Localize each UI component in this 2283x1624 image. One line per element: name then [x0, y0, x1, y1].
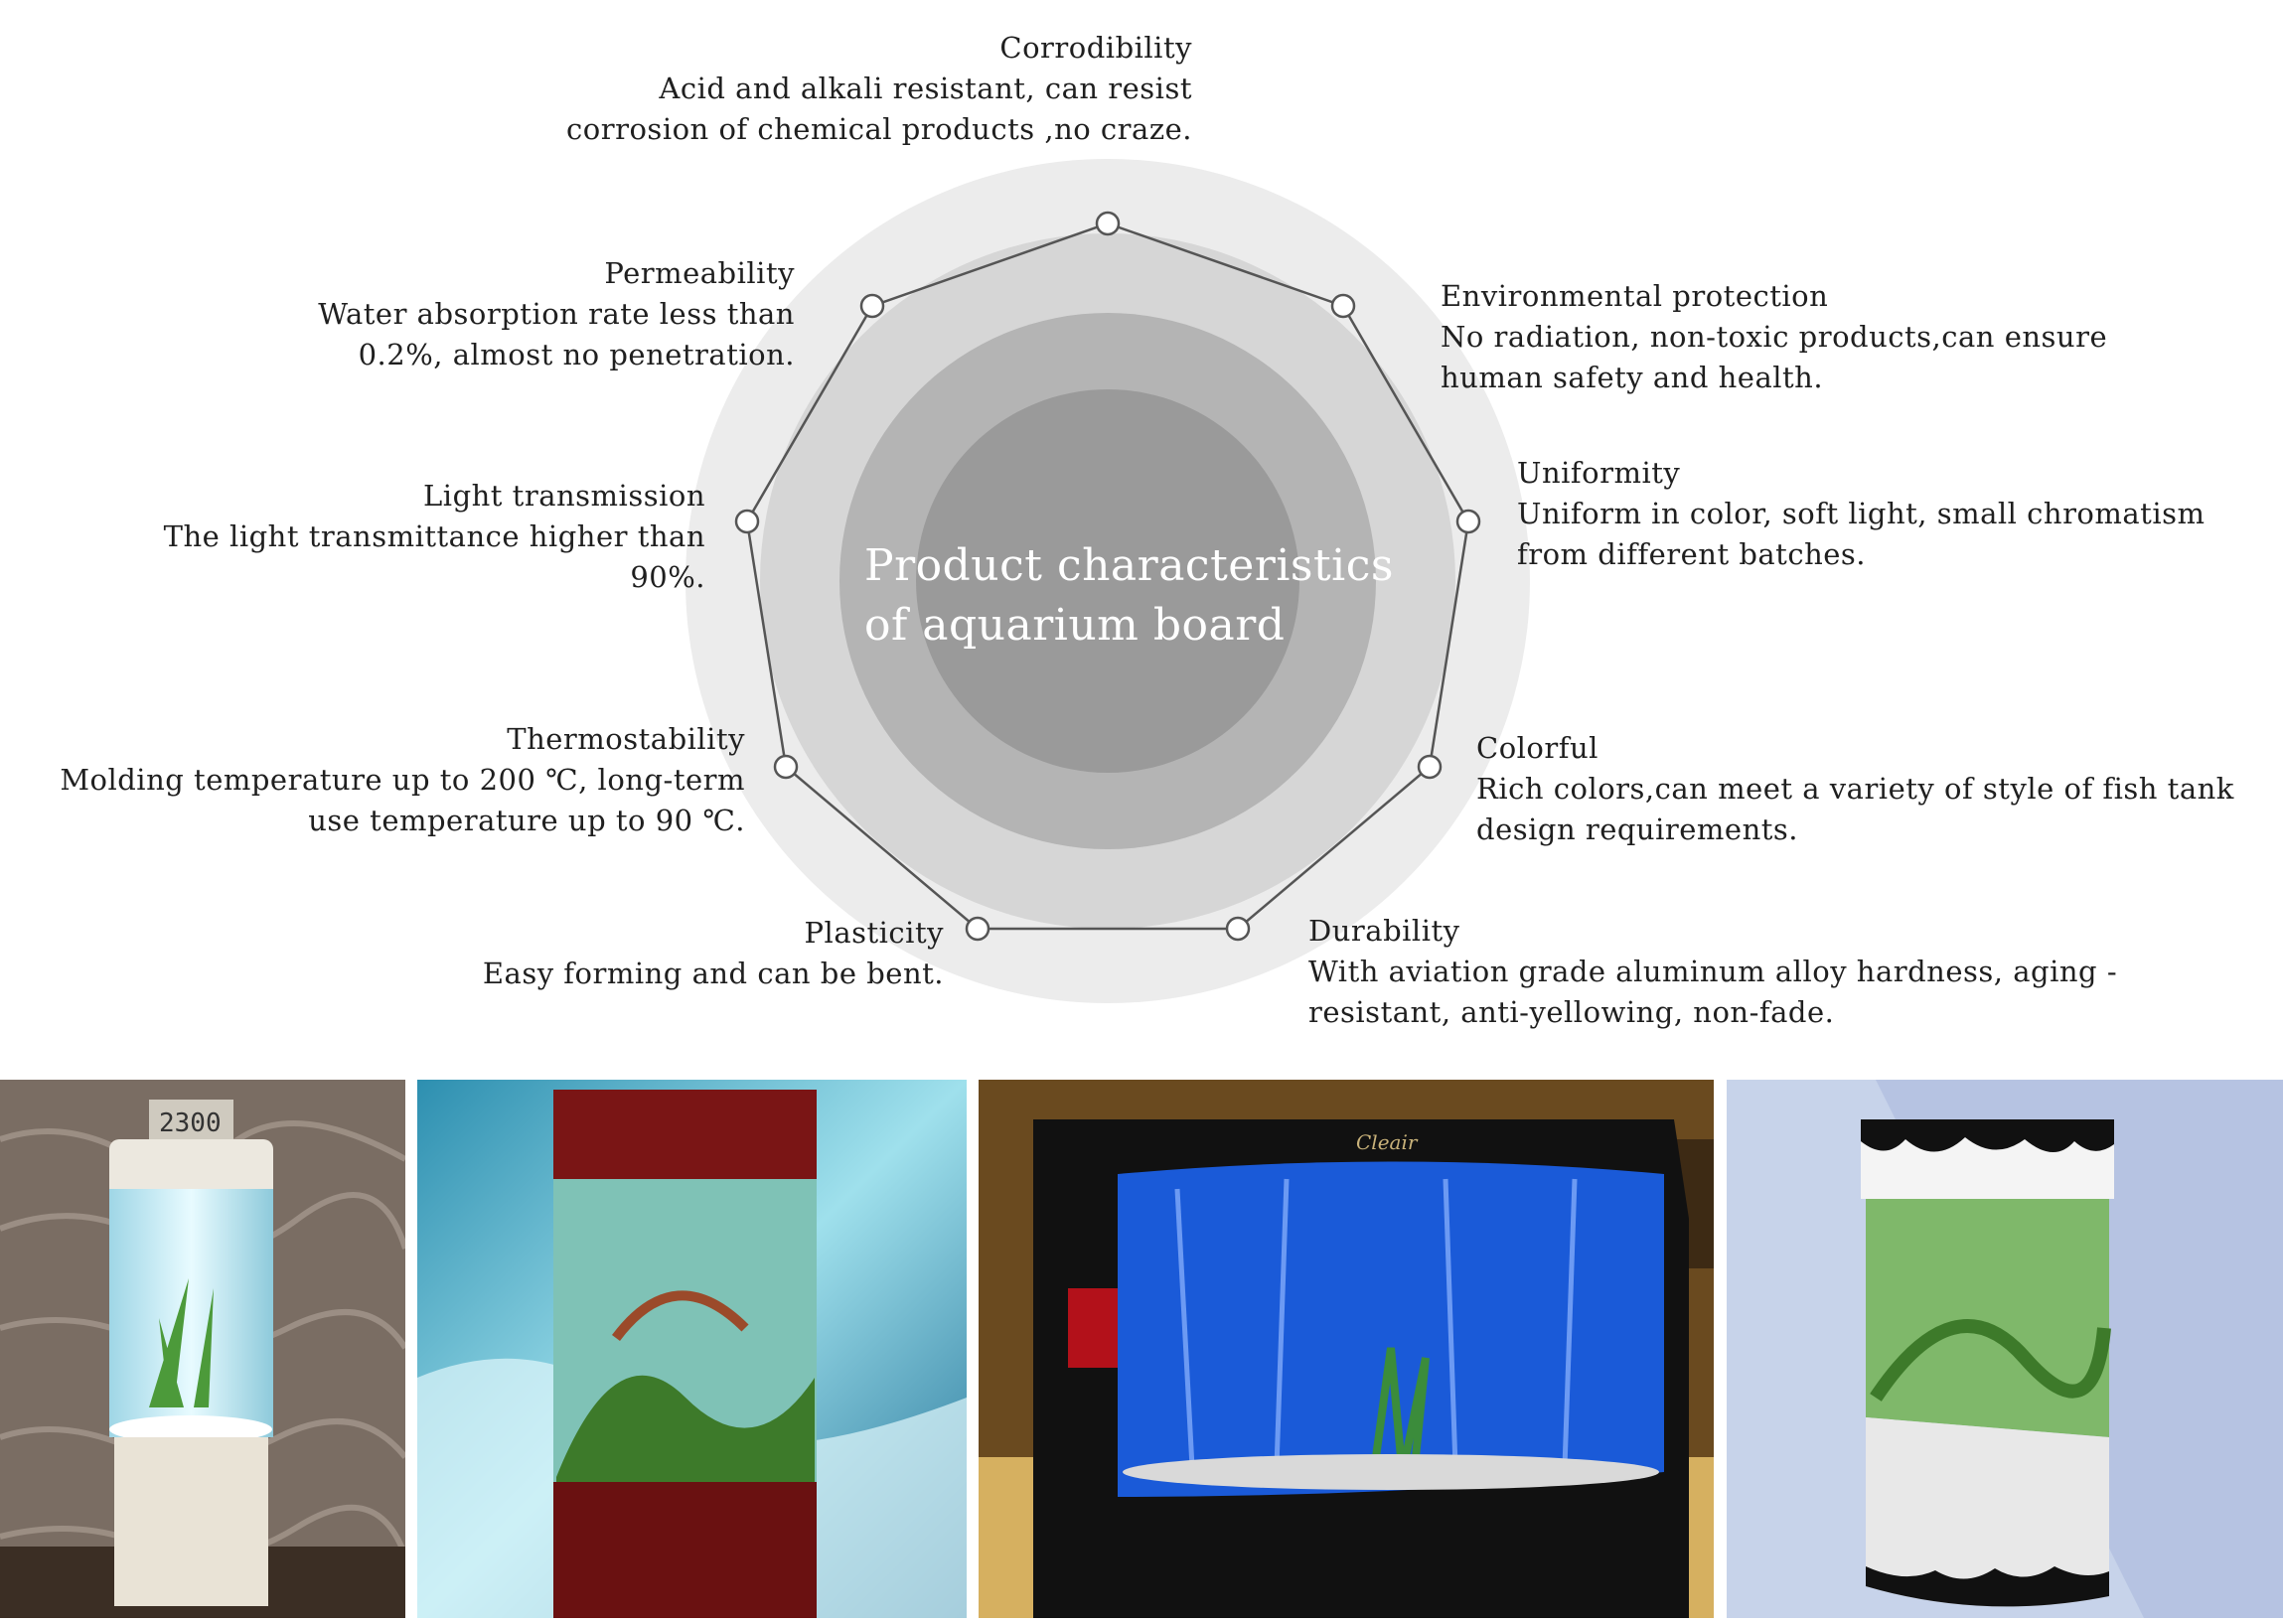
feature-title: Environmental protection	[1441, 279, 1829, 313]
inner-core	[916, 389, 1299, 773]
feature-title: Plasticity	[804, 916, 944, 950]
photo-white-tower-tank	[1727, 1080, 2283, 1618]
vertex-plasticity	[965, 916, 990, 942]
center-title: Product characteristics of aquarium boar…	[864, 536, 1394, 656]
vertex-environmental	[1330, 293, 1356, 319]
feature-title: Thermostability	[507, 722, 745, 756]
feature-description: No radiation, non-toxic products,can ens…	[1441, 320, 2108, 394]
feature-durability: Durability With aviation grade aluminum …	[1308, 911, 2203, 1033]
feature-title: Permeability	[604, 256, 795, 290]
vertex-permeability	[859, 293, 885, 319]
feature-uniformity: Uniformity Uniform in color, soft light,…	[1517, 453, 2262, 575]
vertex-light	[734, 509, 760, 534]
feature-permeability: Permeability Water absorption rate less …	[248, 253, 795, 375]
feature-environmental: Environmental protection No radiation, n…	[1441, 276, 2206, 398]
feature-description: Molding temperature up to 200 ℃, long-te…	[60, 763, 745, 837]
vertex-thermostability	[773, 754, 799, 780]
vertex-corrodibility	[1095, 211, 1121, 236]
feature-title: Light transmission	[423, 479, 705, 513]
feature-plasticity: Plasticity Easy forming and can be bent.	[427, 913, 944, 994]
feature-description: Water absorption rate less than 0.2%, al…	[318, 297, 795, 371]
vertex-colorful	[1417, 754, 1443, 780]
nonagon-outline	[745, 221, 1470, 931]
feature-title: Colorful	[1476, 731, 1598, 765]
feature-thermostability: Thermostability Molding temperature up t…	[60, 719, 745, 841]
vertex-durability	[1225, 916, 1251, 942]
characteristics-diagram	[685, 159, 1530, 1003]
photo-red-cabinet-tank	[417, 1080, 967, 1618]
tank-brand: Cleair	[1356, 1130, 1419, 1154]
feature-colorful: Colorful Rich colors,can meet a variety …	[1476, 728, 2271, 850]
feature-description: Easy forming and can be bent.	[482, 957, 944, 990]
feature-title: Uniformity	[1517, 456, 1681, 490]
feature-light-transmission: Light transmission The light transmittan…	[79, 476, 705, 598]
feature-description: The light transmittance higher than 90%.	[163, 519, 705, 594]
feature-description: Uniform in color, soft light, small chro…	[1517, 497, 2206, 571]
photo-cylinder-tank: 2300	[0, 1080, 405, 1618]
feature-description: With aviation grade aluminum alloy hardn…	[1308, 955, 2118, 1029]
center-title-line1: Product characteristics	[864, 540, 1394, 591]
feature-description: Acid and alkali resistant, can resist co…	[566, 72, 1192, 146]
vertex-markers	[734, 211, 1481, 942]
counter-display: 2300	[159, 1108, 222, 1138]
center-title-line2: of aquarium board	[864, 600, 1286, 651]
vertex-uniformity	[1455, 509, 1481, 534]
photo-blue-curved-tank: Cleair	[979, 1080, 1714, 1618]
feature-corrodibility: Corrodibility Acid and alkali resistant,…	[556, 28, 1192, 150]
feature-title: Durability	[1308, 914, 1460, 948]
feature-title: Corrodibility	[999, 31, 1192, 65]
feature-description: Rich colors,can meet a variety of style …	[1476, 772, 2234, 846]
